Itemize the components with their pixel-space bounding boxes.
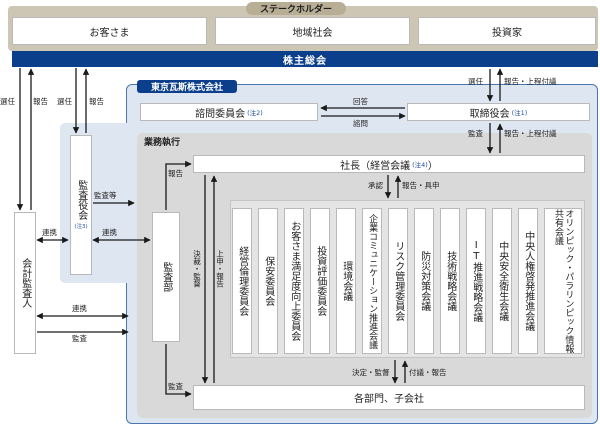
advisory-committee-note: (注2) (247, 109, 263, 117)
stakeholder-investors-label: 投資家 (492, 27, 522, 39)
committee-investment-evaluation: 投資評価委員会 (310, 208, 330, 354)
advisory-committee-label: 諮問委員会 (195, 108, 246, 120)
committee-ethics: 経営倫理委員会 (232, 208, 252, 354)
committee-risk-management-label: リスク管理委員会 (392, 241, 404, 321)
stakeholder-title-text: ステークホルダー (259, 5, 332, 15)
label-report-up: 上申・報告 (215, 250, 225, 288)
label-report-internal-audit: 報告 (168, 169, 183, 178)
label-proposal-report: 付議・報告 (409, 368, 447, 377)
committee-corporate-communication: 企業コミュニケーション推進会議 (362, 208, 382, 354)
stakeholder-investors: 投資家 (418, 17, 596, 45)
auditors-board-label: 監査役会 (75, 180, 87, 220)
board-label: 取締役会 (469, 108, 510, 120)
business-execution-tab: 業務執行 (144, 133, 199, 149)
committee-it-strategy-label: IT推進戦略会議 (470, 240, 482, 322)
label-report-proposal-president: 報告・上程付議 (504, 129, 557, 138)
auditors-board-note: (注3) (74, 224, 88, 230)
committee-human-rights-label: 中央人権啓発推進会議 (522, 231, 534, 331)
accounting-auditor-label: 会計監査人 (19, 258, 31, 308)
committee-disaster-prevention: 防災対策会議 (414, 208, 434, 354)
committees-row: 経営倫理委員会 保安委員会 お客さま満足度向上委員会 投資評価委員会 環境会議 … (232, 208, 585, 354)
accounting-auditor: 会計監査人 (14, 212, 36, 354)
president-label: 社長（経営会議 (340, 160, 411, 172)
committee-customer-satisfaction: お客さま満足度向上委員会 (284, 208, 304, 354)
label-audit-accounting: 監査 (72, 334, 87, 343)
committee-health-safety-label: 中央安全衛生会議 (496, 241, 508, 321)
label-decision-supervision-h: 決定・監督 (352, 368, 390, 377)
committee-customer-satisfaction-label: お客さま満足度向上委員会 (288, 221, 300, 341)
label-supervise-board: 監査 (468, 129, 483, 138)
auditors-board: 監査役会 (注3) (70, 135, 92, 275)
label-approval: 承認 (368, 181, 383, 190)
departments-label: 各部門、子会社 (354, 394, 424, 405)
label-audit-etc: 監査等 (94, 191, 117, 200)
president-management-meeting: 社長（経営会議 (注4) ） (193, 155, 585, 173)
committee-health-safety: 中央安全衛生会議 (492, 208, 512, 354)
shareholders-meeting: 株主総会 (12, 51, 598, 67)
label-report-accounting: 報告 (33, 97, 48, 106)
label-cooperation-1: 連携 (42, 228, 57, 237)
label-select-auditors: 選任 (57, 97, 72, 106)
label-report-proposal-board: 報告・上程付議 (504, 77, 557, 86)
internal-audit-label: 監査部 (160, 262, 172, 292)
label-audit-internal: 監査 (168, 382, 183, 391)
committee-environment: 環境会議 (336, 208, 356, 354)
committee-olympic-paralympic-label: オリンピック・パラリンピック情報共有会議 (553, 209, 574, 353)
committee-technology-strategy: 技術戦略会議 (440, 208, 460, 354)
committee-disaster-prevention-label: 防災対策会議 (418, 251, 430, 311)
committee-risk-management: リスク管理委員会 (388, 208, 408, 354)
label-select-accounting: 選任 (0, 97, 15, 106)
shareholders-meeting-label: 株主総会 (283, 55, 327, 67)
president-close: ） (427, 160, 438, 172)
advisory-committee: 諮問委員会 (注2) (140, 103, 318, 121)
label-select-board: 選任 (468, 77, 483, 86)
committee-environment-label: 環境会議 (340, 261, 352, 301)
committee-technology-strategy-label: 技術戦略会議 (444, 251, 456, 311)
board-note: (注1) (511, 109, 528, 117)
label-report-auditors: 報告 (89, 97, 104, 106)
stakeholder-title: ステークホルダー (246, 2, 346, 15)
label-consult: 諮問 (353, 119, 368, 128)
label-decision-supervision: 決裁・監督 (192, 250, 202, 288)
company-name: 東京瓦斯株式会社 (150, 83, 223, 93)
stakeholder-customers: お客さま (12, 17, 207, 45)
label-cooperation-2: 連携 (102, 228, 117, 237)
stakeholder-community: 地域社会 (215, 17, 410, 45)
company-name-tab: 東京瓦斯株式会社 (137, 80, 237, 93)
label-report-request: 報告・具申 (402, 181, 440, 190)
committee-human-rights: 中央人権啓発推進会議 (518, 208, 538, 354)
stakeholder-community-label: 地域社会 (292, 27, 333, 39)
internal-audit-dept: 監査部 (152, 212, 180, 342)
departments-subsidiaries: 各部門、子会社 (193, 385, 585, 410)
president-note: (注4) (412, 161, 428, 169)
label-reply: 回答 (353, 97, 368, 106)
committee-safety: 保安委員会 (258, 208, 278, 354)
committee-corporate-communication-label: 企業コミュニケーション推進会議 (367, 213, 378, 349)
committee-investment-evaluation-label: 投資評価委員会 (314, 246, 326, 316)
committee-olympic-paralympic: オリンピック・パラリンピック情報共有会議 (544, 208, 582, 354)
committee-ethics-label: 経営倫理委員会 (236, 246, 248, 316)
board-of-directors: 取締役会 (注1) (407, 103, 590, 121)
stakeholder-customers-label: お客さま (89, 27, 130, 39)
business-execution-title: 業務執行 (144, 137, 181, 148)
committee-safety-label: 保安委員会 (262, 256, 274, 306)
committee-it-strategy: IT推進戦略会議 (466, 208, 486, 354)
label-cooperation-3: 連携 (72, 304, 87, 313)
